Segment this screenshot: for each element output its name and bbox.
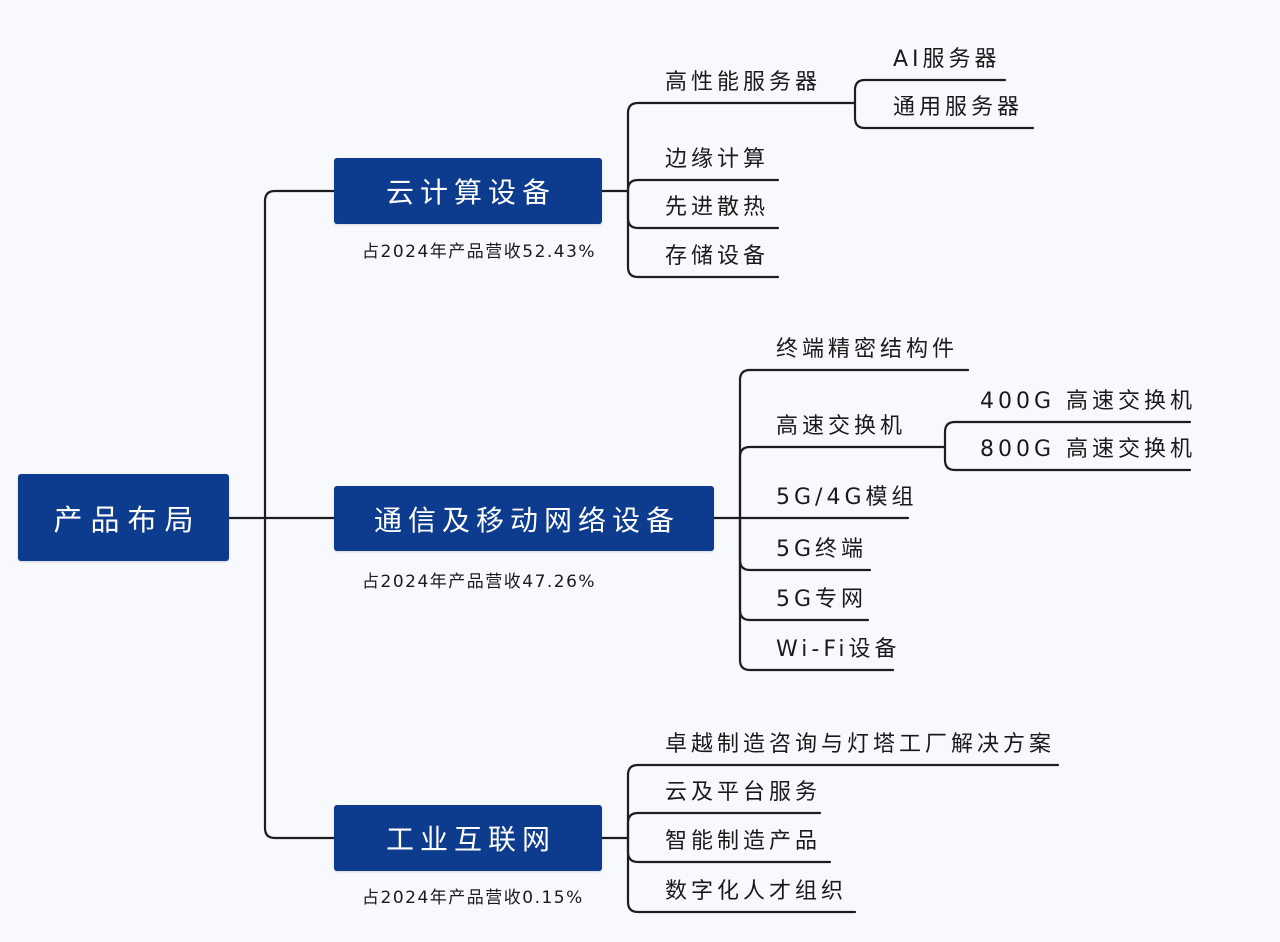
branch-share-industrial-internet: 占2024年产品营收0.15% (362, 888, 584, 908)
connector-ai-server (853, 78, 1007, 105)
connector-wifi-device (738, 516, 895, 672)
branch-share-network-equipment: 占2024年产品营收47.26% (362, 572, 597, 592)
leaf-5g-private-network: 5G专网 (776, 587, 868, 612)
leaf-5g4g-module: 5G/4G模组 (776, 485, 918, 510)
connector-digital-talent (626, 836, 857, 914)
connector-high-performance-server (626, 101, 857, 193)
leaf-wifi-device: Wi-Fi设备 (776, 637, 901, 662)
connector-storage-device (626, 189, 780, 279)
leaf-high-performance-server: 高性能服务器 (665, 70, 822, 95)
leaf-high-speed-switch: 高速交换机 (776, 414, 907, 439)
branch-node-industrial-internet: 工业互联网 (334, 805, 602, 871)
leaf-advanced-cooling: 先进散热 (665, 195, 770, 220)
connector-root-to-cloud (263, 189, 336, 520)
connector-root-to-industrial (263, 516, 336, 840)
leaf-400g-switch: 400G 高速交换机 (980, 389, 1197, 414)
branch-share-cloud-computing: 占2024年产品营收52.43% (362, 242, 597, 262)
root-node: 产品布局 (18, 474, 229, 561)
leaf-storage-device: 存储设备 (665, 244, 770, 269)
leaf-5g-terminal: 5G终端 (776, 537, 868, 562)
leaf-cloud-platform-service: 云及平台服务 (665, 780, 822, 805)
leaf-smart-manufacturing-product: 智能制造产品 (665, 829, 822, 854)
connector-800g-switch (943, 445, 1192, 472)
connector-edge-computing (626, 178, 780, 193)
connector-lighthouse-solution (626, 763, 1060, 840)
connector-cloud-platform-service (626, 811, 822, 840)
leaf-general-server: 通用服务器 (893, 95, 1024, 120)
leaf-ai-server: AI服务器 (893, 47, 1001, 72)
connector-400g-switch (943, 420, 1192, 449)
branch-node-network-equipment: 通信及移动网络设备 (334, 486, 714, 551)
leaf-digital-talent: 数字化人才组织 (665, 879, 848, 904)
connector-high-speed-switch (738, 445, 947, 520)
connector-general-server (853, 101, 1035, 130)
leaf-800g-switch: 800G 高速交换机 (980, 437, 1197, 462)
connector-precision-structure (738, 368, 970, 520)
leaf-lighthouse-solution: 卓越制造咨询与灯塔工厂解决方案 (665, 732, 1056, 757)
leaf-precision-structure: 终端精密结构件 (776, 337, 959, 362)
leaf-edge-computing: 边缘计算 (665, 147, 770, 172)
branch-node-cloud-computing: 云计算设备 (334, 158, 602, 224)
